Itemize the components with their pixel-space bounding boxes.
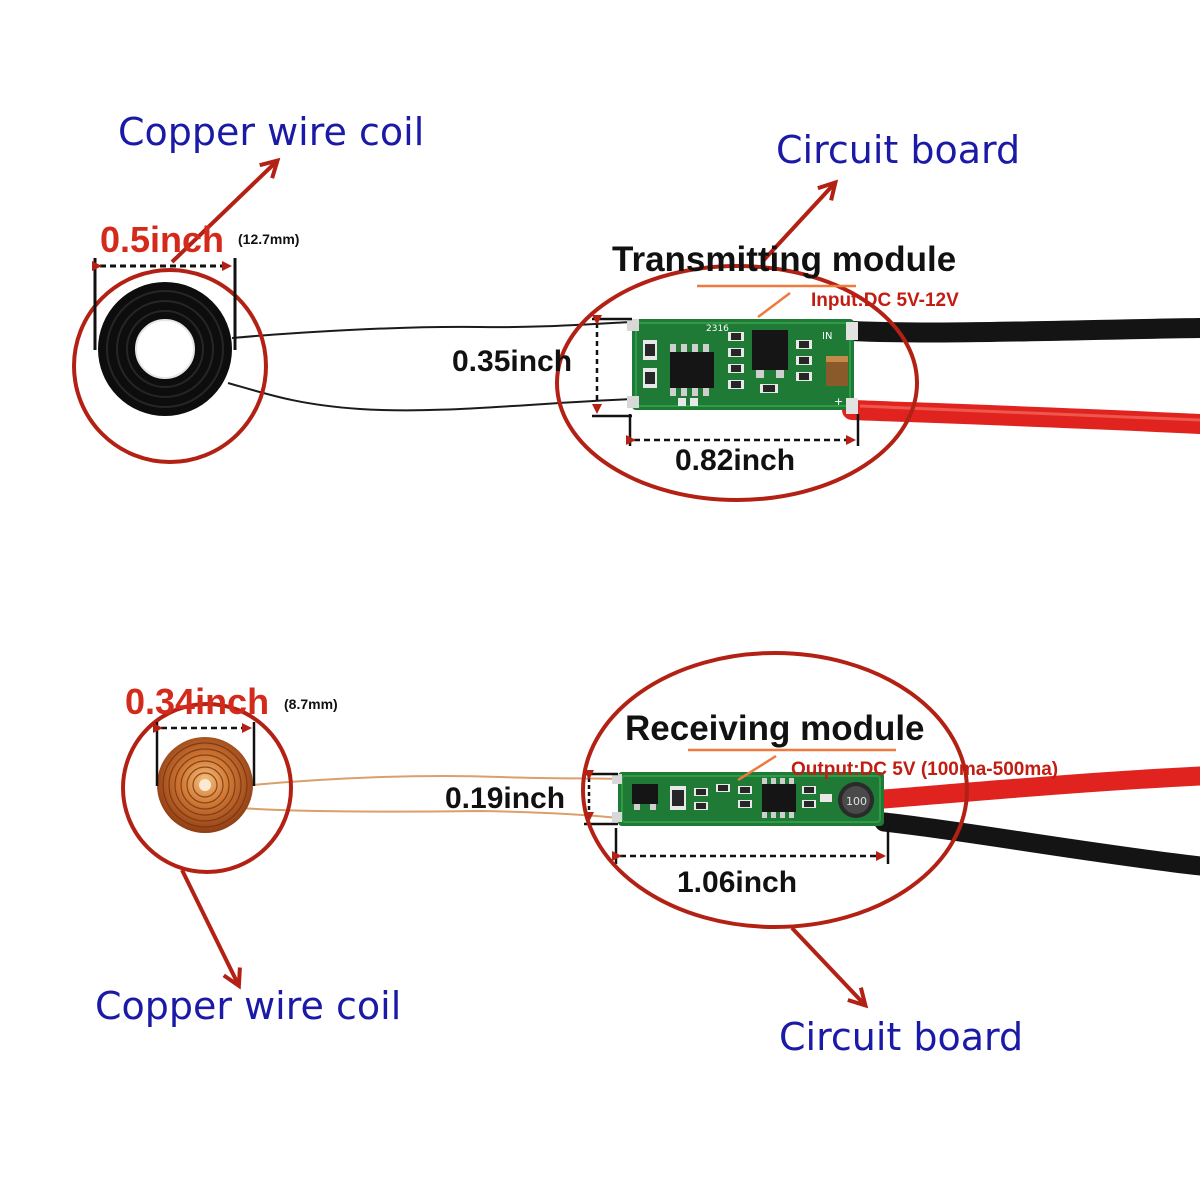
rx-board-length-dimension [612,828,890,864]
rx-spec: Output:DC 5V (100ma-500ma) [791,759,1059,780]
rx-board-label: Circuit board [779,1015,1024,1059]
tx-spec: Input:DC 5V-12V [811,290,959,311]
tx-coil-pointer-arrow [170,162,276,264]
rx-coil-lead-lower [239,807,619,819]
tx-coil-diameter-mm: (12.7mm) [238,231,300,247]
tx-board-length-dimension [626,414,860,446]
rx-coil-pointer-arrow [180,869,238,984]
receiver-section: 100 [121,651,1200,1004]
rx-coil-highlight-circle [121,702,293,874]
rx-inductor-marking: 100 [846,795,867,808]
rx-coil-diameter: 0.34inch [125,681,270,722]
rx-board-highlight-ellipse [581,651,969,929]
tx-coil-dimension [92,258,237,350]
transmitter-section: 2316 IN + [72,162,1200,502]
tx-silkscreen-code: 2316 [706,324,729,334]
rx-coil-lead-upper [251,775,619,786]
tx-wire-black [842,318,1200,343]
tx-wire-red [842,400,1200,434]
tx-board-pointer-arrow [760,184,834,264]
rx-board-length: 1.06inch [677,866,798,899]
tx-silkscreen-plus: + [834,395,843,408]
rx-wire-black [874,812,1200,876]
rx-board-pointer-arrow [790,926,864,1004]
tx-board-highlight-ellipse [555,264,919,502]
rx-board-height: 0.19inch [445,782,566,815]
rx-pcb: 100 [612,772,884,826]
tx-coil-diameter: 0.5inch [100,219,225,260]
tx-board-height-dimension [592,315,632,418]
tx-board-length: 0.82inch [675,444,796,477]
rx-coil-dimension [153,722,256,786]
tx-coil-lead-lower [227,382,633,412]
tx-board-height: 0.35inch [452,345,573,378]
tx-board-label: Circuit board [776,128,1021,172]
rx-coil [157,737,253,833]
tx-coil-lead-upper [231,321,633,339]
tx-coil-label: Copper wire coil [118,110,425,154]
rx-coil-diameter-mm: (8.7mm) [284,696,338,712]
rx-wire-red [874,766,1200,809]
tx-silkscreen-in: IN [822,331,832,342]
rx-coil-label: Copper wire coil [95,984,402,1028]
tx-coil [98,282,232,416]
rx-module-title: Receiving module [625,709,925,748]
tx-module-title: Transmitting module [612,240,957,279]
tx-pcb: 2316 IN + [627,319,858,414]
